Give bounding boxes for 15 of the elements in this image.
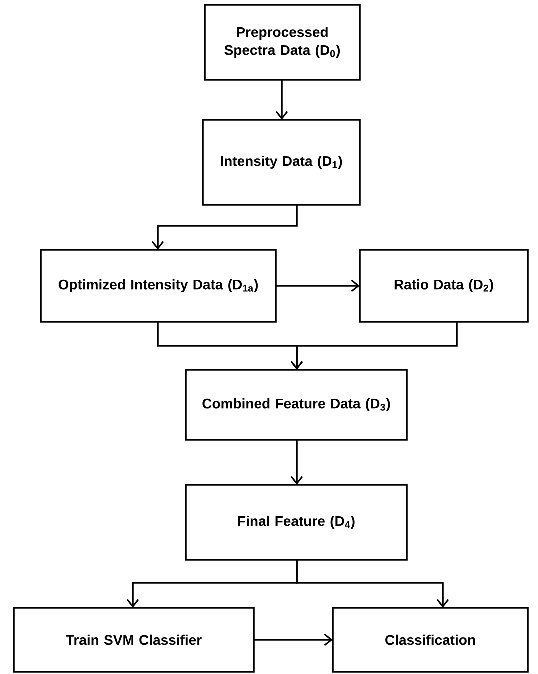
process-box: Ratio Data (D$_{2}$) <box>359 249 529 323</box>
process-box: Combined Feature Data (D$_{3}$) <box>185 369 408 441</box>
process-box: Optimized Intensity Data (D$_{1a}$) <box>40 249 277 323</box>
arrow <box>276 280 360 292</box>
arrow <box>254 634 333 646</box>
arrow <box>152 205 298 250</box>
arrow <box>276 80 288 120</box>
process-box: Classification <box>332 607 529 673</box>
process-box: Intensity Data (D$_{1}$) <box>202 119 361 206</box>
process-box: Train SVM Classifier <box>13 607 255 673</box>
process-box: Preprocessed Spectra Data (D$_{0}$) <box>204 4 361 81</box>
arrow <box>296 560 450 608</box>
process-box: Final Feature (D$_{4}$) <box>185 484 408 561</box>
arrow <box>290 440 304 485</box>
arrow <box>290 322 458 370</box>
